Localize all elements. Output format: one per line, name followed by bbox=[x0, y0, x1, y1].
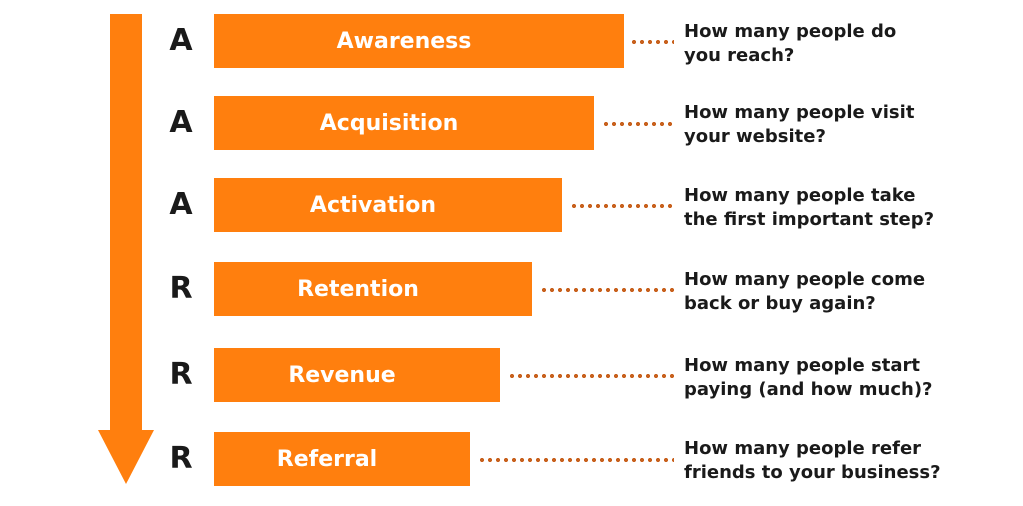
stage-label: Referral bbox=[276, 446, 378, 472]
connector-dots bbox=[602, 122, 674, 126]
stage-letter: R bbox=[169, 357, 193, 392]
stage-question: How many people do you reach? bbox=[684, 21, 897, 66]
stage-bar-revenue: Revenue bbox=[214, 348, 500, 402]
stage-bar-activation: Activation bbox=[214, 178, 562, 232]
stage-bar-acquisition: Acquisition bbox=[214, 96, 594, 150]
stage-letter: R bbox=[169, 271, 193, 306]
stage-label: Acquisition bbox=[319, 110, 459, 136]
stage-letter: A bbox=[169, 105, 193, 140]
stage-label: Awareness bbox=[336, 28, 472, 54]
stage-letter: R bbox=[169, 441, 193, 476]
stage-bar-retention: Retention bbox=[214, 262, 532, 316]
stage-question: How many people come back or buy again? bbox=[684, 269, 926, 314]
connector-dots bbox=[570, 204, 674, 208]
stage-question: How many people visit your website? bbox=[684, 102, 915, 147]
stage-label: Revenue bbox=[288, 362, 396, 388]
stage-question: How many people refer friends to your bu… bbox=[684, 438, 941, 483]
down-arrow-shape bbox=[98, 14, 154, 484]
stage-letter: A bbox=[169, 23, 193, 58]
stage-letter: A bbox=[169, 187, 193, 222]
connector-dots bbox=[478, 458, 674, 462]
down-arrow-icon bbox=[98, 14, 154, 484]
stage-bar-awareness: Awareness bbox=[214, 14, 624, 68]
stage-bar-referral: Referral bbox=[214, 432, 470, 486]
connector-dots bbox=[630, 40, 674, 44]
stage-label: Retention bbox=[297, 276, 419, 302]
stage-label: Activation bbox=[309, 192, 437, 218]
stage-question: How many people start paying (and how mu… bbox=[684, 355, 933, 400]
connector-dots bbox=[508, 374, 674, 378]
stage-question: How many people take the first important… bbox=[684, 185, 935, 230]
connector-dots bbox=[540, 288, 674, 292]
